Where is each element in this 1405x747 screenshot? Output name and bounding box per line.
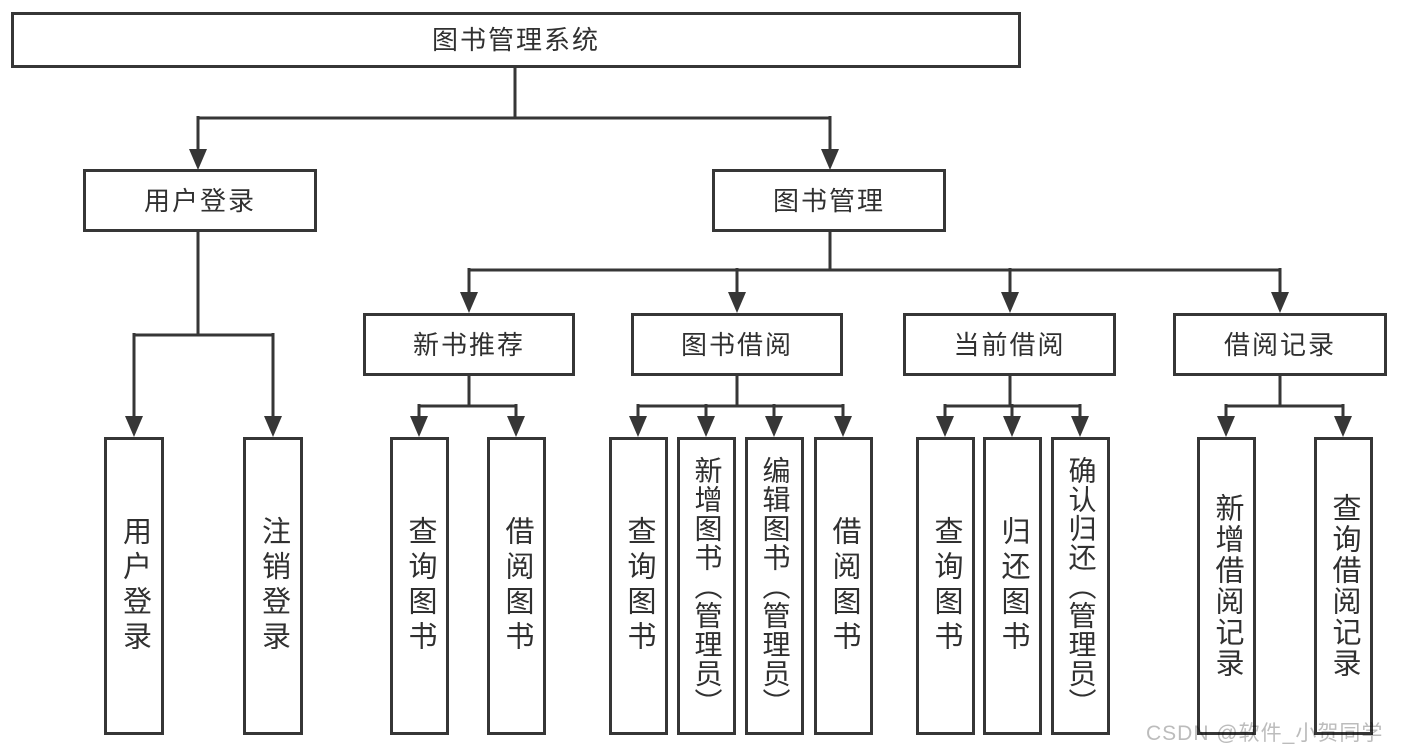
- arrow-down-icon: [189, 149, 207, 170]
- arrowheads: [125, 149, 1352, 437]
- arrow-down-icon: [507, 416, 525, 437]
- csdn-watermark: CSDN @软件_小贺同学: [1146, 722, 1384, 745]
- arrow-down-icon: [697, 416, 715, 437]
- leaf-borrow-books: 借阅图书: [487, 437, 546, 735]
- arrow-down-icon: [821, 149, 839, 170]
- arrow-down-icon: [460, 292, 478, 313]
- leaf-query-books: 查询图书: [609, 437, 668, 735]
- arrow-down-icon: [936, 416, 954, 437]
- arrow-down-icon: [1003, 416, 1021, 437]
- arrow-down-icon: [1271, 292, 1289, 313]
- arrow-down-icon: [125, 416, 143, 437]
- leaf-query-books: 查询图书: [916, 437, 975, 735]
- leaf-borrow-books: 借阅图书: [814, 437, 873, 735]
- leaf-user-login: 用户登录: [104, 437, 164, 735]
- arrow-down-icon: [765, 416, 783, 437]
- leaf-query-borrow-record: 查询借阅记录: [1314, 437, 1373, 735]
- node-borrow-records: 借阅记录: [1173, 313, 1387, 376]
- leaf-confirm-return-admin: 确认归还（管理员）: [1051, 437, 1110, 735]
- node-library-management-system: 图书管理系统: [11, 12, 1021, 68]
- leaf-return-books: 归还图书: [983, 437, 1042, 735]
- leaf-add-borrow-record: 新增借阅记录: [1197, 437, 1256, 735]
- leaf-edit-books-admin: 编辑图书（管理员）: [745, 437, 804, 735]
- node-user-login: 用户登录: [83, 169, 317, 232]
- connector-edges: [132, 68, 1345, 418]
- arrow-down-icon: [264, 416, 282, 437]
- node-current-borrow: 当前借阅: [903, 313, 1116, 376]
- arrow-down-icon: [1071, 416, 1089, 437]
- arrow-down-icon: [410, 416, 428, 437]
- arrow-down-icon: [1217, 416, 1235, 437]
- arrow-down-icon: [728, 292, 746, 313]
- arrow-down-icon: [834, 416, 852, 437]
- arrow-down-icon: [629, 416, 647, 437]
- node-new-book-recommend: 新书推荐: [363, 313, 575, 376]
- arrow-down-icon: [1001, 292, 1019, 313]
- leaf-query-books: 查询图书: [390, 437, 449, 735]
- node-book-management: 图书管理: [712, 169, 946, 232]
- arrow-down-icon: [1334, 416, 1352, 437]
- leaf-logout: 注销登录: [243, 437, 303, 735]
- node-book-borrow: 图书借阅: [631, 313, 843, 376]
- leaf-add-books-admin: 新增图书（管理员）: [677, 437, 736, 735]
